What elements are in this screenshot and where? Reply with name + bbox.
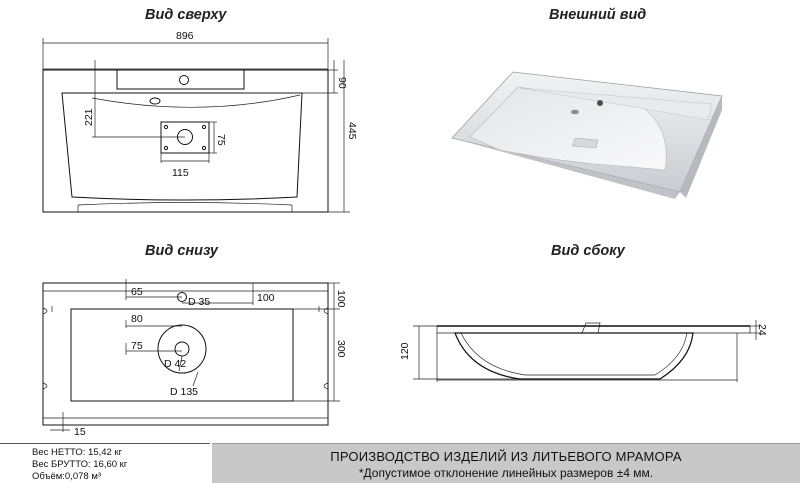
bottom-bowl-outline <box>70 308 294 402</box>
dim-90-label: 90 <box>336 77 348 89</box>
drain-flange-d135 <box>157 324 207 374</box>
dim-d135-label: D 135 <box>170 386 198 398</box>
drain-plate <box>160 121 210 154</box>
weight-gross: Вес БРУТТО: 16,60 кг <box>32 459 128 470</box>
top-view: Вид сверху 896 221 7 <box>42 7 358 213</box>
volume: Объём:0,078 м³ <box>32 471 102 482</box>
bowl-outline <box>61 92 303 201</box>
dim-896-label: 896 <box>176 30 194 42</box>
dim-100-label: 100 <box>257 292 275 304</box>
dim-75-label: 75 <box>215 134 227 146</box>
render-tap-hole <box>597 100 603 106</box>
external-view: Внешний вид <box>451 7 723 199</box>
dim-115-label: 115 <box>172 167 189 179</box>
banner-title: ПРОИЗВОДСТВО ИЗДЕЛИЙ ИЗ ЛИТЬЕВОГО МРАМОР… <box>330 449 682 464</box>
side-view: Вид сбоку 120 24 <box>399 243 768 382</box>
tap-hole <box>179 75 189 85</box>
dim-65-label: 65 <box>131 286 143 298</box>
top-view-outline <box>42 69 329 213</box>
dim-300-label: 300 <box>335 340 347 358</box>
tap-deck <box>116 69 245 90</box>
side-view-title: Вид сбоку <box>551 243 626 259</box>
external-view-title: Внешний вид <box>549 7 646 23</box>
drain-hole-d42 <box>174 341 190 357</box>
specs-panel: Вес НЕТТО: 15,42 кг Вес БРУТТО: 16,60 кг… <box>0 443 210 483</box>
dim-75b-label: 75 <box>131 340 143 352</box>
dim-24-label: 24 <box>756 324 768 336</box>
dim-221-label: 221 <box>83 108 95 126</box>
dim-120-label: 120 <box>399 342 411 360</box>
weight-net: Вес НЕТТО: 15,42 кг <box>32 447 123 458</box>
bottom-view-outline <box>42 282 329 426</box>
banner-tolerance-note: *Допустимое отклонение линейных размеров… <box>358 466 654 480</box>
bottom-view-title: Вид снизу <box>145 243 219 259</box>
dim-d42-label: D 42 <box>164 358 186 370</box>
dim-80-label: 80 <box>131 313 143 325</box>
basin-render-bowl <box>469 86 667 171</box>
dim-100b-label: 100 <box>335 290 347 308</box>
top-view-title: Вид сверху <box>145 7 227 23</box>
bottom-view: Вид снизу 65 D 35 100 80 <box>42 243 347 438</box>
dim-445-label: 445 <box>346 122 358 140</box>
overflow-icon <box>149 97 161 105</box>
dim-15-label: 15 <box>74 426 86 438</box>
manufacturer-banner: ПРОИЗВОДСТВО ИЗДЕЛИЙ ИЗ ЛИТЬЕВОГО МРАМОР… <box>212 443 800 483</box>
bowl-inner-curve <box>91 94 301 108</box>
side-bowl-profile <box>454 332 694 380</box>
dim-d35-label: D 35 <box>188 296 210 308</box>
